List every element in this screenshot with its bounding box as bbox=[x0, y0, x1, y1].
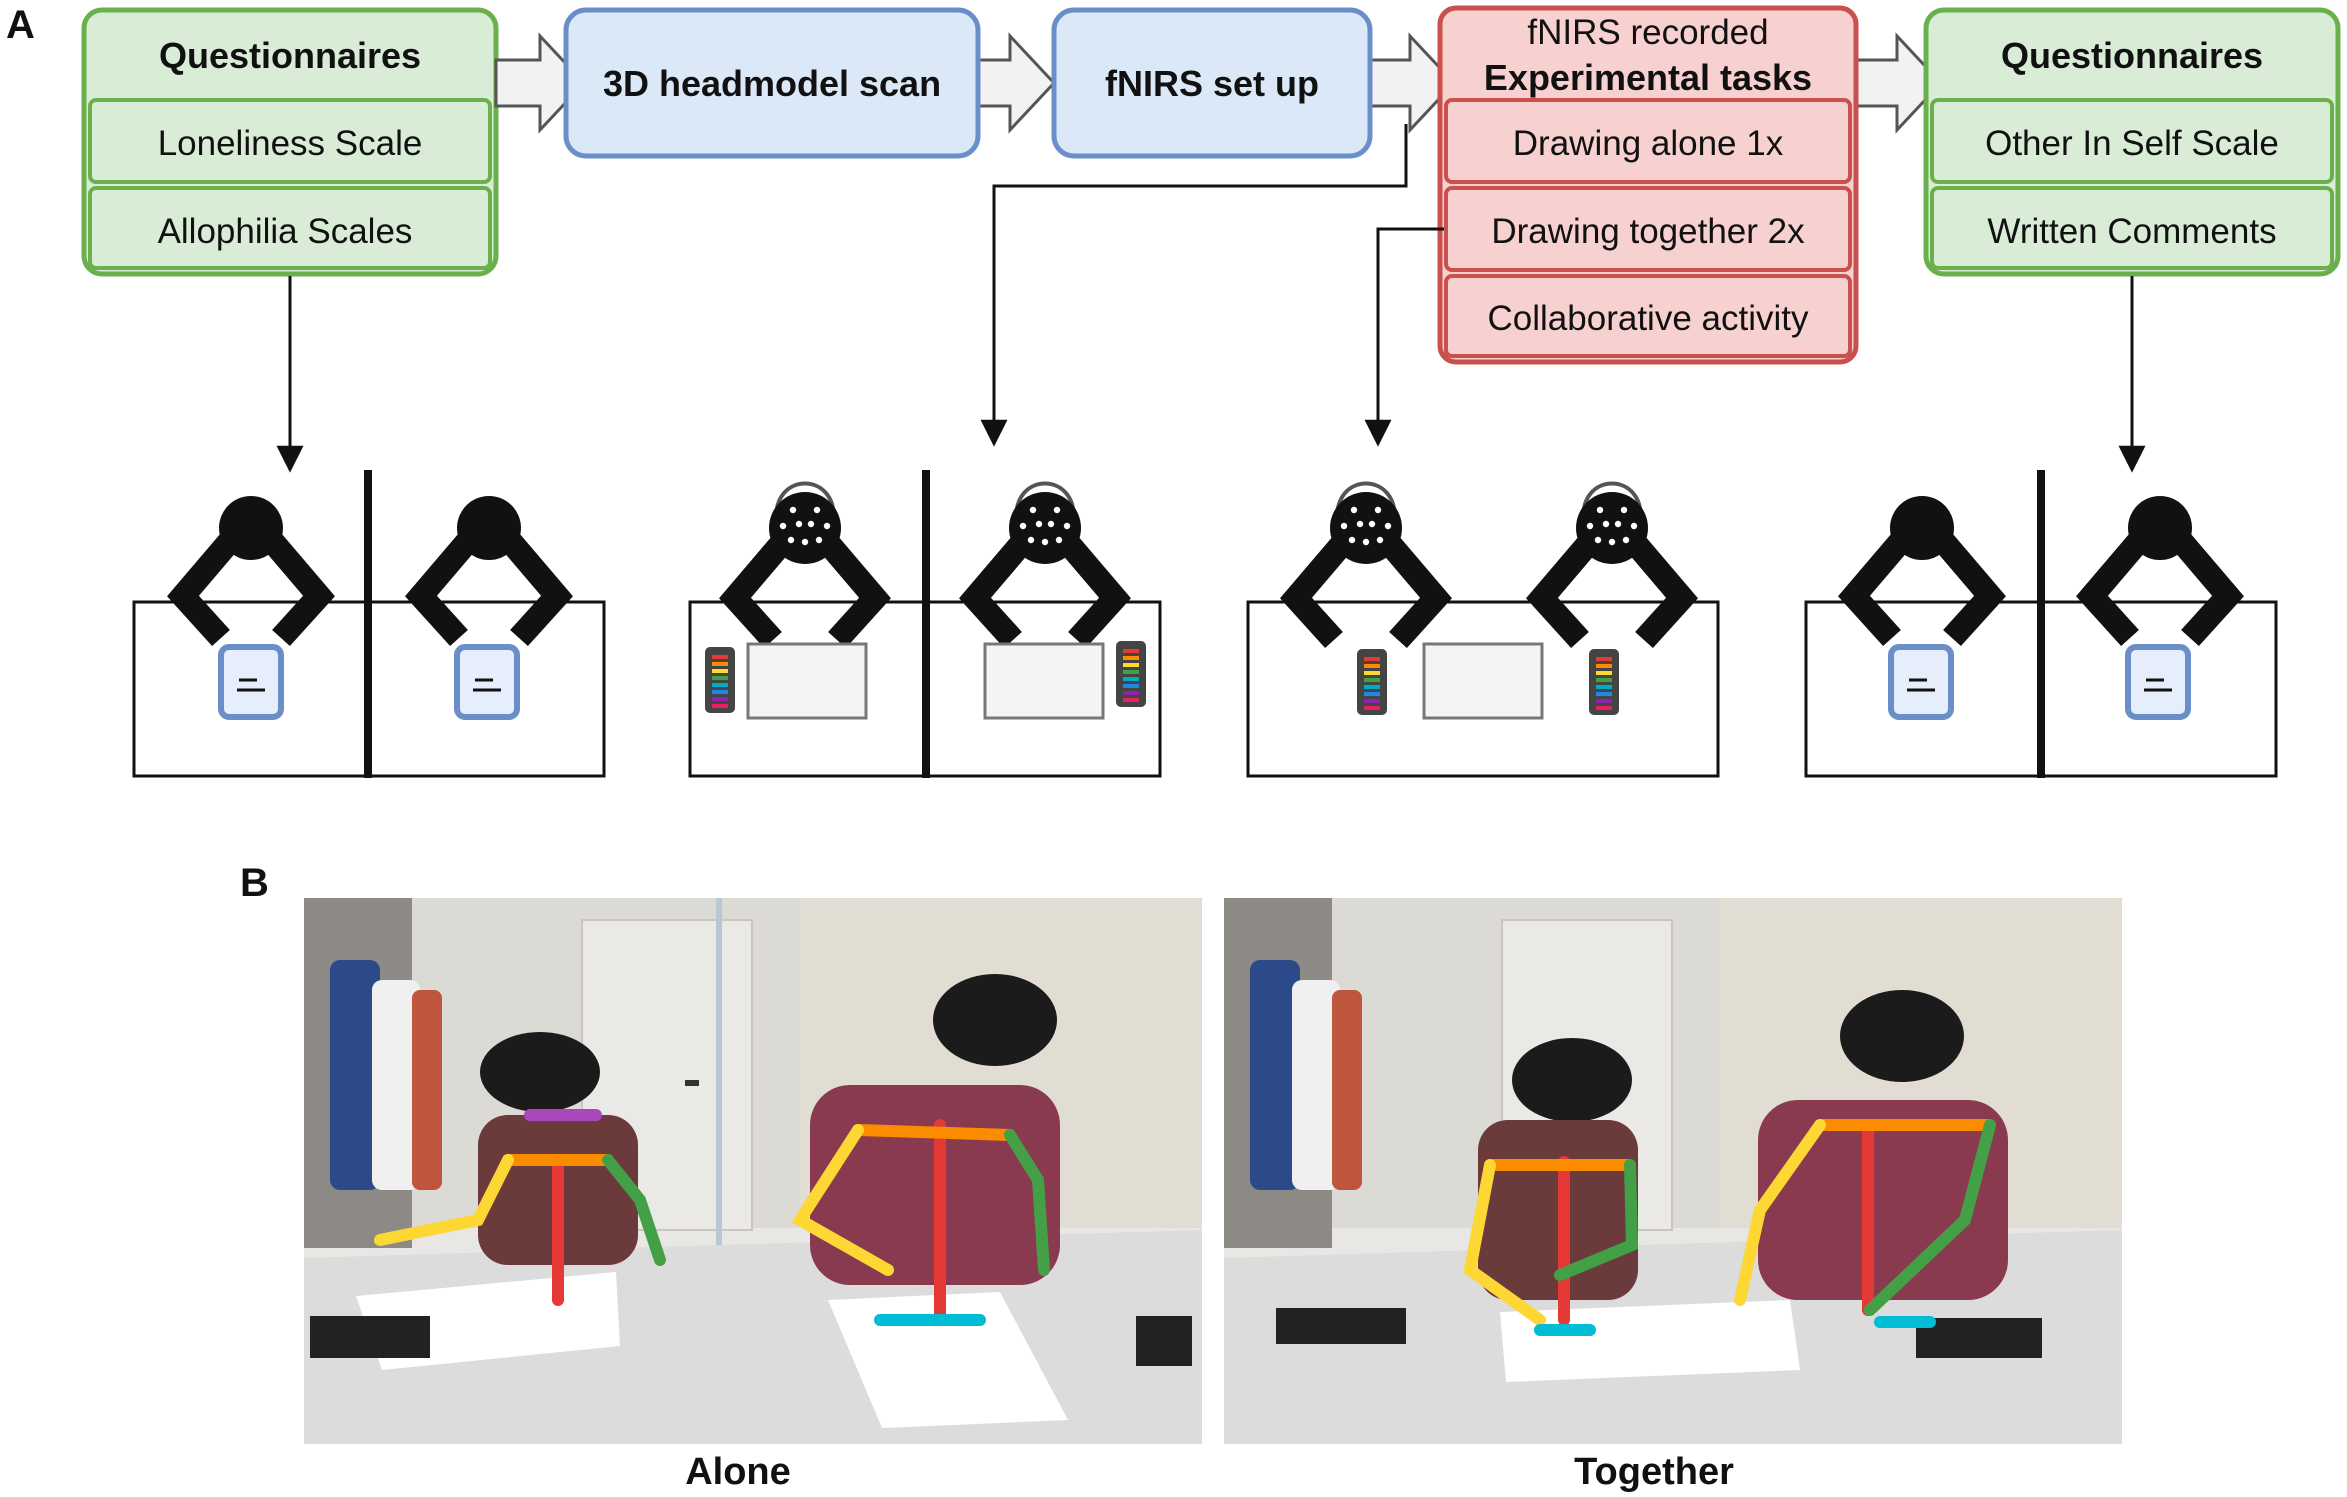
pose-skeleton-overlay bbox=[1463, 1119, 1996, 1336]
experimental-tasks-title: Experimental tasks bbox=[1484, 57, 1812, 98]
tablet-icon bbox=[2128, 647, 2188, 717]
drawing-together-label: Drawing together 2x bbox=[1491, 212, 1805, 251]
drawing-alone-label: Drawing alone 1x bbox=[1513, 124, 1784, 163]
crayon-box-icon bbox=[1589, 649, 1619, 715]
fnirs-setup-box: fNIRS set up bbox=[1051, 7, 1373, 159]
written-comments-label: Written Comments bbox=[1987, 212, 2276, 251]
crayon-box-icon bbox=[1357, 649, 1387, 715]
scene-questionnaires-pre bbox=[132, 470, 606, 778]
tablet-icon bbox=[221, 647, 281, 717]
tablet-icon bbox=[1891, 647, 1951, 717]
crayon-box-icon bbox=[705, 647, 735, 713]
crayon-box-icon bbox=[1116, 641, 1146, 707]
headmodel-scan-box: 3D headmodel scan bbox=[563, 7, 981, 159]
photo-alone bbox=[304, 898, 1202, 1444]
scene-drawing-together bbox=[1246, 484, 1720, 778]
headmodel-scan-label: 3D headmodel scan bbox=[603, 63, 941, 104]
fnirs-recorded-label: fNIRS recorded bbox=[1527, 13, 1768, 52]
pre-questionnaires-title: Questionnaires bbox=[159, 35, 421, 76]
experimental-tasks-box: fNIRS recorded Experimental tasks Drawin… bbox=[1437, 5, 1859, 365]
pose-skeleton-overlay bbox=[374, 1109, 1050, 1326]
scene-drawing-alone bbox=[688, 470, 1162, 778]
post-questionnaires-box: Questionnaires Other In Self Scale Writt… bbox=[1923, 7, 2341, 277]
connector-arrows bbox=[276, 124, 2146, 473]
other-in-self-scale-label: Other In Self Scale bbox=[1985, 124, 2279, 163]
fnirs-setup-label: fNIRS set up bbox=[1105, 63, 1319, 104]
panel-b-label: B bbox=[240, 861, 269, 905]
tablet-icon bbox=[457, 647, 517, 717]
panel-a-label: A bbox=[6, 3, 35, 47]
collaborative-activity-label: Collaborative activity bbox=[1488, 299, 1809, 338]
alone-caption: Alone bbox=[685, 1451, 791, 1493]
flow-arrows bbox=[494, 32, 1944, 134]
photo-together bbox=[1224, 898, 2122, 1444]
loneliness-scale-label: Loneliness Scale bbox=[158, 124, 423, 163]
allophilia-scales-label: Allophilia Scales bbox=[158, 212, 413, 251]
together-caption: Together bbox=[1574, 1451, 1734, 1493]
pre-questionnaires-box: Questionnaires Loneliness Scale Allophil… bbox=[81, 7, 499, 277]
scene-questionnaires-post bbox=[1804, 470, 2278, 778]
post-questionnaires-title: Questionnaires bbox=[2001, 35, 2263, 76]
